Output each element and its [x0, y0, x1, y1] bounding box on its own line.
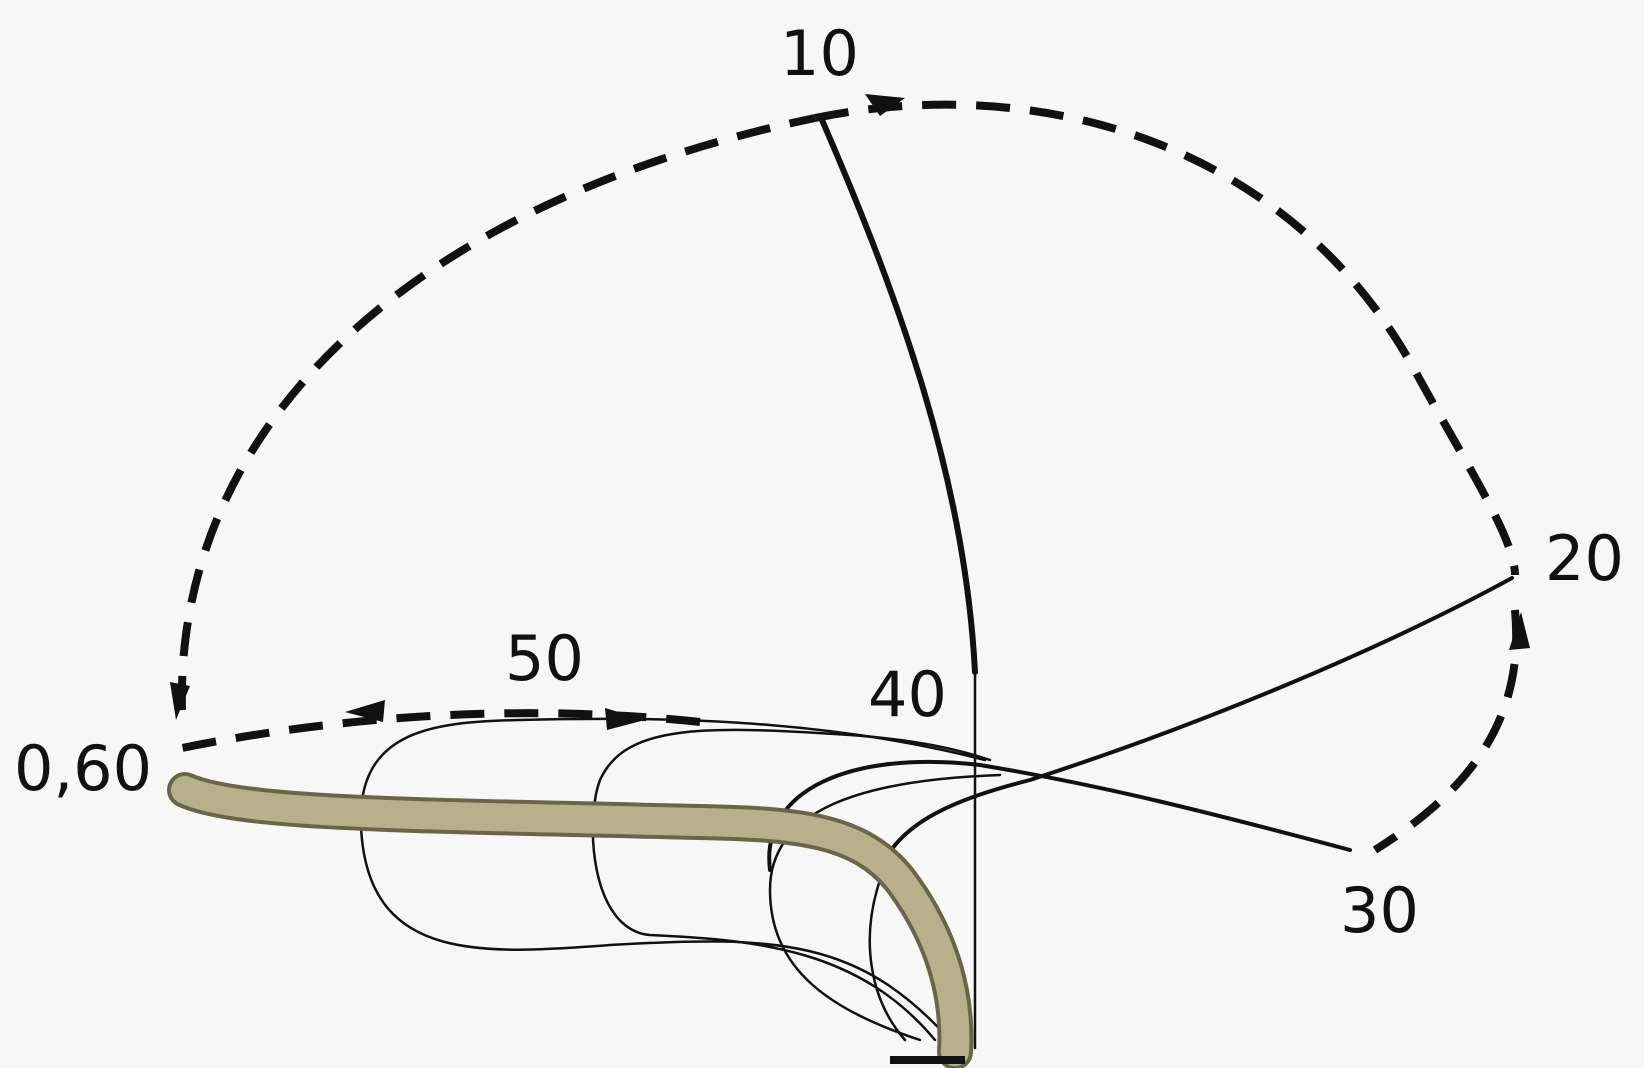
trajectory-10-to-20: [814, 100, 1519, 576]
loop-40c: [868, 878, 907, 1042]
dashed-trajectory: [177, 100, 1521, 854]
arrow-near-0-60: [170, 682, 190, 720]
arrow-right-side: [1509, 612, 1530, 650]
labels: 10 20 30 40 50 0,60: [14, 17, 1624, 947]
label-0-60: 0,60: [14, 732, 152, 805]
trajectory-60-to-10: [177, 114, 816, 711]
loop-40b: [768, 773, 1002, 1042]
loop-40a: [591, 728, 992, 1042]
body-fill: [171, 776, 970, 1066]
arrow-near-10: [865, 94, 905, 116]
trajectory-20-to-30: [1372, 609, 1521, 854]
solid-lines: [767, 117, 1514, 1050]
body-shape: [167, 772, 974, 1068]
line-10-to-base: [819, 117, 978, 675]
line-to-30: [767, 760, 1352, 872]
label-40: 40: [868, 658, 947, 731]
label-50: 50: [505, 622, 584, 695]
line-to-20: [878, 576, 1514, 872]
arrow-50-left: [345, 700, 385, 722]
inner-loops: [359, 717, 1002, 1042]
label-20: 20: [1545, 522, 1624, 595]
label-30: 30: [1340, 874, 1419, 947]
label-10: 10: [780, 17, 859, 90]
